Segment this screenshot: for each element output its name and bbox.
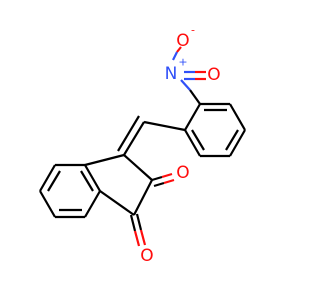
ketone-bond-2	[129, 213, 147, 247]
oxygen-top-charge: -	[191, 24, 195, 37]
nitrogen-charge: +	[178, 56, 187, 69]
oxygen-top-label: O	[176, 31, 189, 51]
ketone-oxygen-2-label: O	[140, 246, 153, 266]
ketone-bond-1	[151, 172, 175, 188]
oxygen-right-label: O	[207, 65, 220, 85]
nitro-oxygen-top-atom: O -	[176, 24, 195, 52]
indanedione-five-ring	[84, 153, 153, 216]
indane-benzene-ring	[39, 163, 101, 219]
nitrophenyl-ring	[184, 102, 246, 158]
nitrogen-label: N	[165, 64, 178, 84]
nitro-nitrogen-atom: N +	[165, 56, 188, 85]
ketone-oxygen-1-label: O	[176, 163, 189, 183]
nitro-group-bonds	[172, 46, 206, 105]
ketone-oxygen-2-atom: O	[140, 246, 153, 266]
ketone-oxygen-1-atom: O	[176, 163, 189, 183]
molecule-structure-diagram: N + O - O O O	[39, 24, 246, 266]
nitro-oxygen-right-atom: O	[207, 65, 220, 85]
methylidene-bridge	[117, 115, 186, 156]
